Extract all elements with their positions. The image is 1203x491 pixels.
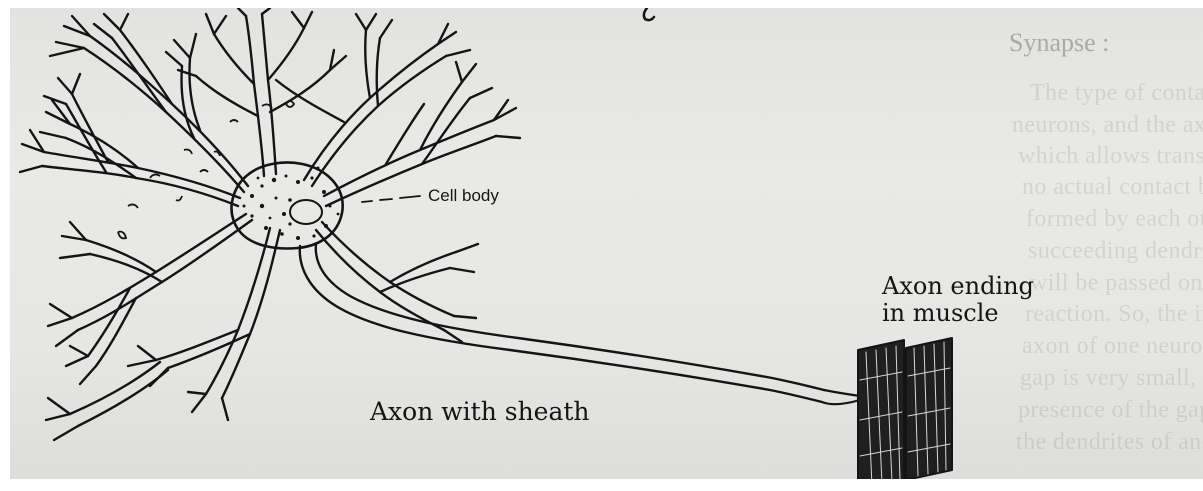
dendrites — [20, 8, 520, 440]
cell-body-leader-line — [362, 196, 420, 202]
axon-ending-label-line1: Axon ending — [882, 273, 1034, 300]
page-edge-left — [0, 0, 10, 491]
axon-ending-label-line2: in muscle — [882, 300, 1034, 327]
page-edge-top — [0, 0, 1203, 8]
muscle-fibre — [858, 338, 952, 490]
nucleus — [290, 200, 322, 224]
axon-with-sheath-label: Axon with sheath — [370, 398, 590, 426]
cytoplasm-granules — [243, 167, 340, 241]
axon-ending-label: Axon ending in muscle — [882, 273, 1034, 327]
cell-body-label: Cell body — [428, 186, 499, 205]
axon-with-sheath — [300, 244, 824, 402]
clipped-text-fragment — [644, 8, 654, 20]
page-edge-bottom — [0, 479, 1203, 491]
